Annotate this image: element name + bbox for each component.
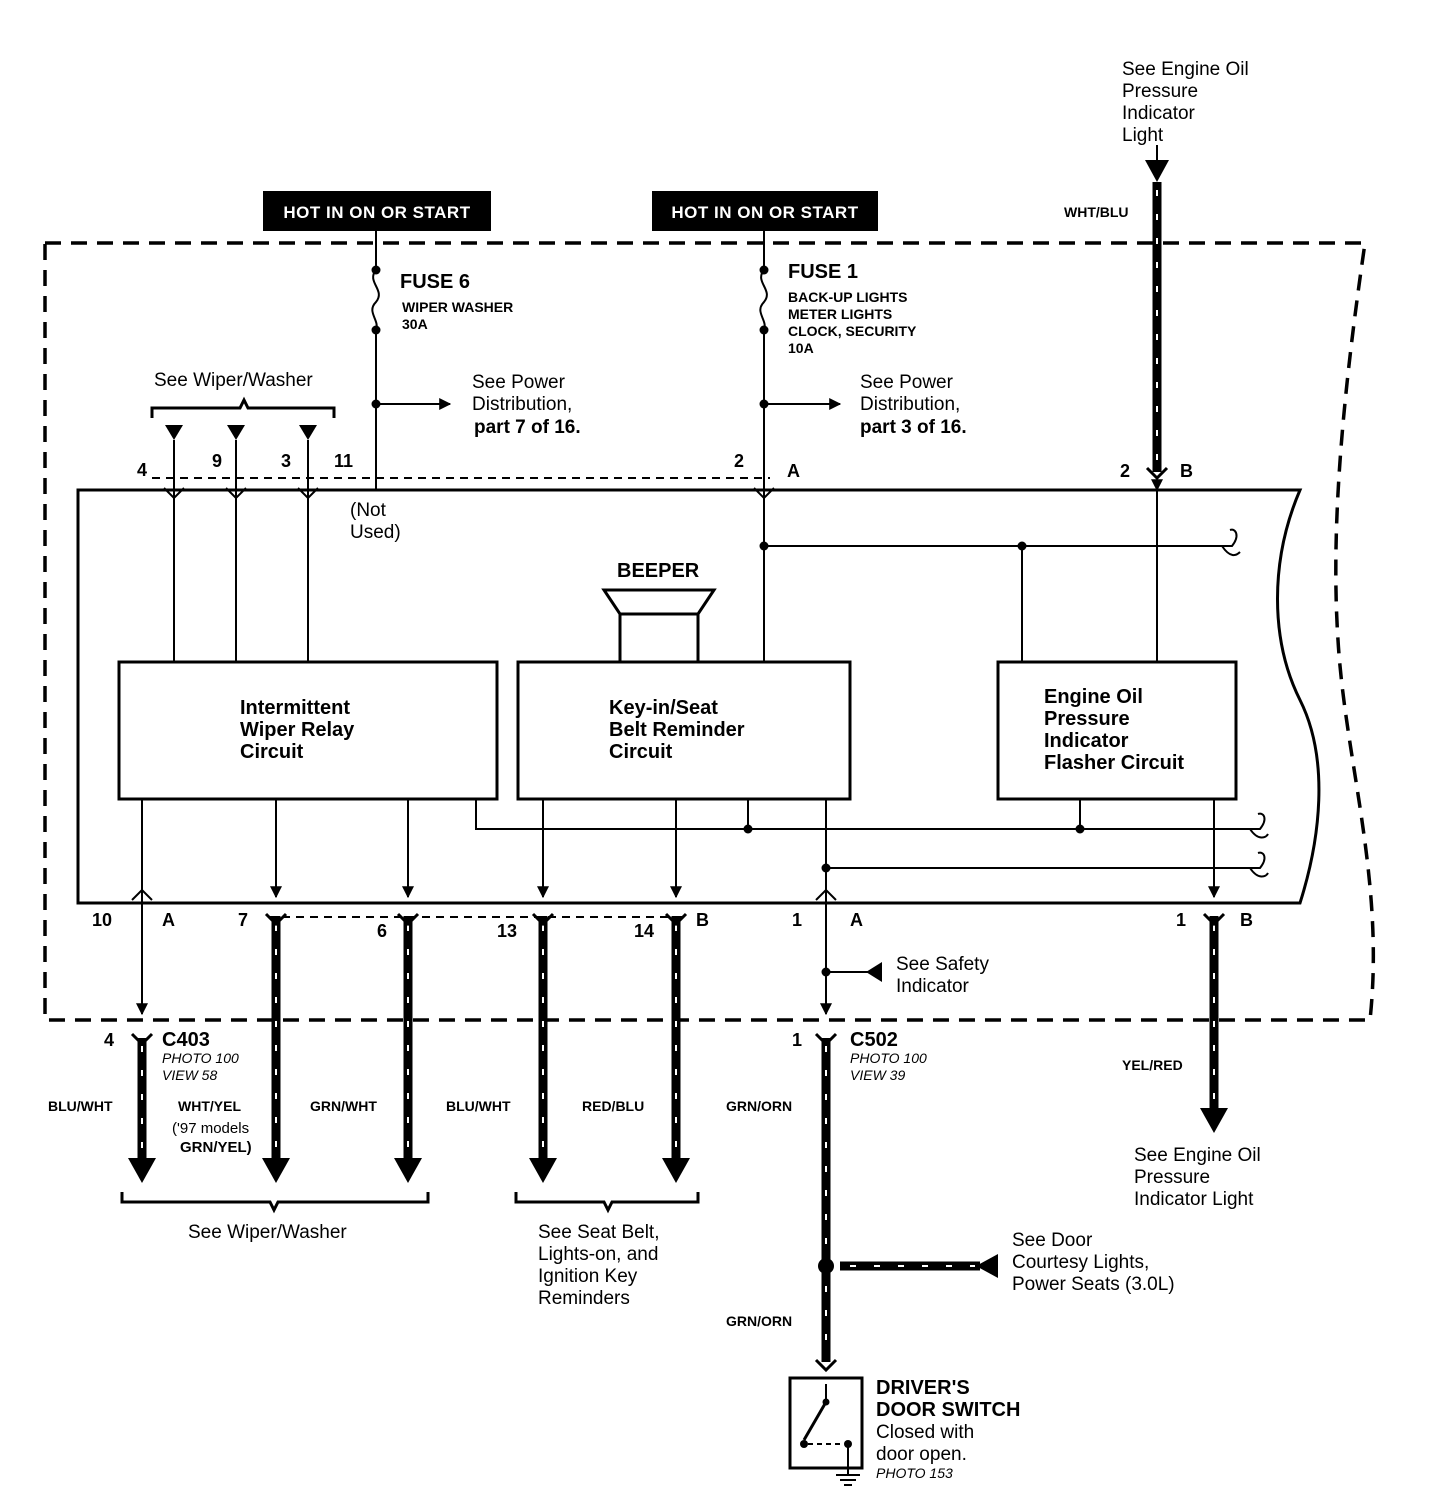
svg-text:C403: C403	[162, 1029, 210, 1051]
module-boundary	[43, 241, 1376, 1022]
conn-bot-a1: A	[162, 910, 175, 930]
beeper-label: BEEPER	[617, 560, 700, 582]
fuse6-name: FUSE 6	[400, 271, 470, 293]
fuse6-symbol	[371, 269, 380, 331]
keyin-label: Key-in/Seat Belt Reminder Circuit	[609, 697, 750, 763]
pin-top-3: 3	[281, 451, 291, 471]
wire-blu-wht-2: BLU/WHT	[446, 1098, 511, 1114]
c403-connector: 4 C403 PHOTO 100 VIEW 58	[104, 1029, 239, 1183]
oil-flasher-label: Engine Oil Pressure Indicator Flasher Ci…	[1044, 686, 1184, 774]
conn-bot-b2: B	[1240, 910, 1253, 930]
door-switch	[788, 1376, 864, 1486]
wire-grn-orn-2: GRN/ORN	[726, 1313, 792, 1329]
oil-flasher-block	[996, 660, 1238, 801]
svg-text:1: 1	[792, 1030, 802, 1050]
wiper-relay-label: Intermittent Wiper Relay Circuit	[240, 697, 360, 763]
fuse1-desc: BACK-UP LIGHTS METER LIGHTS CLOCK, SECUR…	[788, 289, 917, 339]
safety-ref: See Safety Indicator	[896, 954, 994, 997]
pin-top-2b: 2	[1120, 461, 1130, 481]
door-ref: See Door Courtesy Lights, Power Seats (3…	[1012, 1230, 1175, 1295]
svg-text:HOT IN ON OR START: HOT IN ON OR START	[283, 203, 470, 222]
conn-top-b: B	[1180, 461, 1193, 481]
svg-text:4: 4	[104, 1030, 114, 1050]
wire-blu-wht-1: BLU/WHT	[48, 1098, 113, 1114]
c502-connector: 1 C502 PHOTO 100 VIEW 39	[792, 1029, 927, 1373]
power3-ref: See Power Distribution, part 3 of 16.	[860, 372, 967, 438]
pin-bot-1b: 1	[1176, 910, 1186, 930]
wire-wht-yel: WHT/YEL	[178, 1098, 241, 1114]
pin-top-9: 9	[212, 451, 222, 471]
svg-text:PHOTO 100: PHOTO 100	[162, 1050, 239, 1066]
wire-wht-yel-note: ('97 models GRN/YEL)	[172, 1120, 253, 1156]
seatbelt-ref: See Seat Belt, Lights-on, and Ignition K…	[538, 1222, 665, 1309]
fuse6-desc: WIPER WASHER	[402, 299, 513, 315]
pin-bot-7: 7	[238, 910, 248, 930]
wire-yel-red-line	[1200, 912, 1228, 1133]
not-used-label: (Not Used)	[350, 500, 401, 543]
wire-red-blu: RED/BLU	[582, 1098, 644, 1114]
svg-text:C502: C502	[850, 1029, 898, 1051]
wire-yel-red: YEL/RED	[1122, 1057, 1183, 1073]
oil-bottom-ref: See Engine Oil Pressure Indicator Light	[1134, 1145, 1266, 1210]
control-unit-box	[76, 488, 1321, 905]
wire-wht-blu: WHT/BLU	[1064, 204, 1129, 220]
door-switch-title: DRIVER'S DOOR SWITCH	[876, 1377, 1020, 1421]
wire-group-wiper	[262, 912, 422, 1183]
svg-text:VIEW 58: VIEW 58	[162, 1067, 217, 1083]
pin-bot-13: 13	[497, 921, 517, 941]
wiper-relay-block	[117, 660, 499, 801]
door-switch-desc: Closed with door open.	[876, 1422, 980, 1465]
svg-text:HOT IN ON OR START: HOT IN ON OR START	[671, 203, 858, 222]
pin-top-4: 4	[137, 460, 147, 480]
wiper-top-ref: See Wiper/Washer	[154, 370, 313, 391]
conn-top-a: A	[787, 461, 800, 481]
pin-bot-14: 14	[634, 921, 654, 941]
fuse6-rating: 30A	[402, 316, 428, 332]
top-right-oil-ref: See Engine Oil Pressure Indicator Light	[1122, 59, 1254, 146]
wire-group-keyin	[529, 912, 690, 1183]
hot-label-right: HOT IN ON OR START	[652, 191, 878, 231]
pin-top-2a: 2	[734, 451, 744, 471]
hot-label-left: HOT IN ON OR START	[263, 191, 491, 231]
wire-grn-orn-1: GRN/ORN	[726, 1098, 792, 1114]
svg-text:VIEW 39: VIEW 39	[850, 1067, 905, 1083]
door-switch-photo: PHOTO 153	[876, 1465, 953, 1481]
pin-bot-6: 6	[377, 921, 387, 941]
wiper-bottom-ref: See Wiper/Washer	[188, 1222, 347, 1243]
conn-bot-a2: A	[850, 910, 863, 930]
fuse1-rating: 10A	[788, 340, 814, 356]
pin-bot-1a: 1	[792, 910, 802, 930]
fuse1-name: FUSE 1	[788, 261, 858, 283]
pin-bot-10: 10	[92, 910, 112, 930]
svg-text:PHOTO 100: PHOTO 100	[850, 1050, 927, 1066]
wire-grn-wht: GRN/WHT	[310, 1098, 377, 1114]
fuse1-symbol	[759, 269, 768, 331]
beeper-icon	[601, 588, 717, 616]
keyin-block	[516, 660, 852, 801]
pin-top-11: 11	[334, 451, 353, 471]
power7-ref: See Power Distribution, part 7 of 16.	[472, 372, 581, 438]
conn-bot-b1: B	[696, 910, 709, 930]
